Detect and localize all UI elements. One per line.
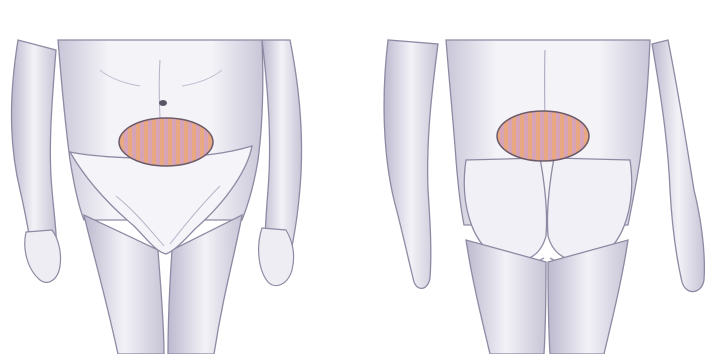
front-figure	[12, 40, 302, 354]
back-right-leg	[548, 240, 628, 354]
front-left-hand	[25, 230, 61, 282]
front-highlight-patch	[119, 118, 213, 166]
back-left-arm	[384, 40, 438, 288]
front-navel	[159, 100, 167, 106]
front-right-hand	[259, 228, 294, 286]
back-figure	[384, 40, 704, 354]
back-right-arm	[652, 40, 704, 292]
back-highlight-patch	[497, 111, 589, 161]
back-left-leg	[466, 240, 546, 354]
